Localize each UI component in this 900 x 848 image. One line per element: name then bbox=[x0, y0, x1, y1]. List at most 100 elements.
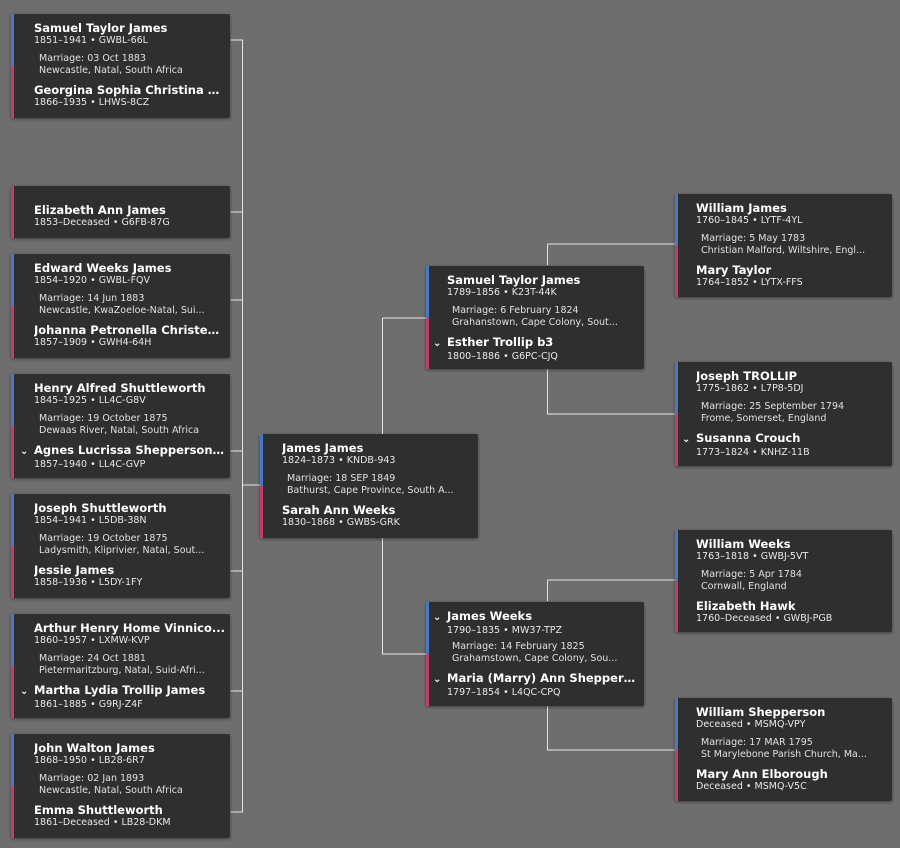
person-name: James Weeks bbox=[447, 609, 533, 623]
person-2[interactable]: ⌄Martha Lydia Trollip James 1861–1885 • … bbox=[11, 683, 230, 711]
person-1[interactable]: ⌄James Weeks 1790–1835 • MW37-TPZ bbox=[426, 609, 644, 637]
person-lifespan-id: 1797–1854 • L4QC-CPQ bbox=[447, 687, 561, 698]
male-indicator bbox=[11, 254, 14, 306]
person-name: Sarah Ann Weeks bbox=[282, 503, 396, 517]
person-lifespan-id: 1775–1862 • L7P8-5DJ bbox=[696, 383, 804, 394]
person-lifespan-id: 1760–Deceased • GWBJ-PGB bbox=[696, 613, 833, 624]
person-lifespan-id: 1861–Deceased • LB28-DKM bbox=[34, 817, 171, 828]
person-name: William James bbox=[696, 201, 787, 215]
marriage-place: Cornwall, England bbox=[701, 580, 787, 592]
marriage-date: Marriage: 25 September 1794 bbox=[701, 401, 845, 412]
couple-card-child-5[interactable]: Joseph Shuttleworth 1854–1941 • L5DB-38N… bbox=[11, 494, 230, 598]
chevron-down-icon[interactable]: ⌄ bbox=[433, 612, 442, 623]
person-name: Emma Shuttleworth bbox=[34, 803, 163, 817]
couple-card-child-3[interactable]: Edward Weeks James 1854–1920 • GWBL-FQV … bbox=[11, 254, 230, 358]
person-name: Maria (Marry) Ann Sheppers... bbox=[447, 671, 641, 685]
person-lifespan-id: 1763–1818 • GWBJ-5VT bbox=[696, 551, 809, 562]
person-name: John Walton James bbox=[34, 741, 155, 755]
person-name: Esther Trollip b3 bbox=[447, 335, 554, 349]
person-1[interactable]: William Weeks 1763–1818 • GWBJ-5VT bbox=[675, 537, 892, 563]
marriage-info: Marriage: 24 Oct 1881 Pietermaritzburg, … bbox=[11, 653, 230, 676]
couple-card-focus[interactable]: James James 1824–1873 • KNDB-943 Marriag… bbox=[260, 434, 478, 538]
person-1[interactable]: James James 1824–1873 • KNDB-943 bbox=[260, 441, 478, 467]
couple-card-parents-2[interactable]: ⌄James Weeks 1790–1835 • MW37-TPZ Marria… bbox=[426, 602, 644, 706]
person-2[interactable]: Emma Shuttleworth 1861–Deceased • LB28-D… bbox=[11, 803, 230, 829]
person-name: Edward Weeks James bbox=[34, 261, 172, 275]
couple-card-child-7[interactable]: John Walton James 1868–1950 • LB28-6R7 M… bbox=[11, 734, 230, 838]
marriage-date: Marriage: 18 SEP 1849 bbox=[287, 473, 396, 484]
person-lifespan-id: 1857–1909 • GWH4-64H bbox=[34, 337, 152, 348]
person-lifespan-id: 1857–1940 • LL4C-GVP bbox=[34, 459, 146, 470]
chevron-down-icon[interactable]: ⌄ bbox=[20, 446, 29, 457]
person-1[interactable]: Samuel Taylor James 1789–1856 • K23T-44K bbox=[426, 273, 644, 299]
person-2[interactable]: ⌄Esther Trollip b3 1800–1886 • G6PC-CJQ bbox=[426, 335, 644, 363]
person-1[interactable]: William Shepperson Deceased • MSMQ-VPY bbox=[675, 705, 892, 731]
person-lifespan-id: 1760–1845 • LYTF-4YL bbox=[696, 215, 803, 226]
person-2[interactable]: Georgina Sophia Christina Di... 1866–193… bbox=[11, 83, 230, 109]
person-1[interactable]: Samuel Taylor James 1851–1941 • GWBL-66L bbox=[11, 21, 230, 47]
female-indicator bbox=[675, 414, 678, 466]
person-1[interactable]: Arthur Henry Home Vinnico... 1860–1957 •… bbox=[11, 621, 230, 647]
person-1[interactable]: Henry Alfred Shuttleworth 1845–1925 • LL… bbox=[11, 381, 230, 407]
marriage-info: Marriage: 14 February 1825 Grahamstown, … bbox=[426, 641, 644, 664]
person-1[interactable]: Elizabeth Ann James 1853–Deceased • G6FB… bbox=[11, 203, 230, 229]
person-1[interactable]: Edward Weeks James 1854–1920 • GWBL-FQV bbox=[11, 261, 230, 287]
chevron-down-icon[interactable]: ⌄ bbox=[433, 338, 442, 349]
person-2[interactable]: Jessie James 1858–1936 • L5DY-1FY bbox=[11, 563, 230, 589]
marriage-date: Marriage: 24 Oct 1881 bbox=[39, 653, 146, 664]
couple-card-child-4[interactable]: Henry Alfred Shuttleworth 1845–1925 • LL… bbox=[11, 374, 230, 478]
person-lifespan-id: 1789–1856 • K23T-44K bbox=[447, 287, 557, 298]
person-2[interactable]: Johanna Petronella Christen... 1857–1909… bbox=[11, 323, 230, 349]
marriage-place: Frome, Somerset, England bbox=[701, 412, 827, 424]
marriage-place: Newcastle, Natal, South Africa bbox=[39, 784, 183, 796]
person-2[interactable]: Elizabeth Hawk 1760–Deceased • GWBJ-PGB bbox=[675, 599, 892, 625]
person-name: Agnes Lucrissa Shepperson ... bbox=[34, 443, 227, 457]
couple-card-child-1[interactable]: Samuel Taylor James 1851–1941 • GWBL-66L… bbox=[11, 14, 230, 118]
person-1[interactable]: Joseph TROLLIP 1775–1862 • L7P8-5DJ bbox=[675, 369, 892, 395]
marriage-date: Marriage: 14 February 1825 bbox=[452, 641, 585, 652]
person-lifespan-id: Deceased • MSMQ-V5C bbox=[696, 781, 807, 792]
person-1[interactable]: William James 1760–1845 • LYTF-4YL bbox=[675, 201, 892, 227]
marriage-place: Grahamstown, Cape Colony, Sou... bbox=[452, 652, 618, 664]
person-name: Martha Lydia Trollip James bbox=[34, 683, 206, 697]
chevron-down-icon[interactable]: ⌄ bbox=[20, 686, 29, 697]
person-2[interactable]: ⌄ Agnes Lucrissa Shepperson ... 1857–1940… bbox=[11, 443, 230, 471]
person-card-child-2[interactable]: Elizabeth Ann James 1853–Deceased • G6FB… bbox=[11, 186, 230, 238]
couple-card-grandparents-3[interactable]: William Weeks 1763–1818 • GWBJ-5VT Marri… bbox=[675, 530, 892, 632]
person-1[interactable]: John Walton James 1868–1950 • LB28-6R7 bbox=[11, 741, 230, 767]
person-name: James James bbox=[282, 441, 364, 455]
person-name: Arthur Henry Home Vinnico... bbox=[34, 621, 225, 635]
marriage-info: Marriage: 19 October 1875 Ladysmith, Kli… bbox=[11, 533, 230, 556]
female-indicator bbox=[260, 486, 263, 538]
marriage-place: Pietermaritzburg, Natal, Suid-Afri... bbox=[39, 664, 205, 676]
chevron-down-icon[interactable]: ⌄ bbox=[682, 434, 691, 445]
marriage-date: Marriage: 02 Jan 1893 bbox=[39, 773, 145, 784]
children-connector bbox=[230, 39, 260, 813]
person-name: Joseph Shuttleworth bbox=[34, 501, 167, 515]
male-indicator bbox=[426, 602, 429, 654]
person-2[interactable]: Mary Taylor 1764–1852 • LYTX-FFS bbox=[675, 263, 892, 289]
person-name: Elizabeth Ann James bbox=[34, 203, 166, 217]
person-lifespan-id: 1851–1941 • GWBL-66L bbox=[34, 35, 148, 46]
female-indicator bbox=[675, 246, 678, 297]
person-2[interactable]: ⌄ Maria (Marry) Ann Sheppers... 1797–1854… bbox=[426, 671, 644, 699]
couple-card-child-6[interactable]: Arthur Henry Home Vinnico... 1860–1957 •… bbox=[11, 614, 230, 718]
person-2[interactable]: Mary Ann Elborough Deceased • MSMQ-V5C bbox=[675, 767, 892, 793]
marriage-place: St Marylebone Parish Church, Ma... bbox=[701, 748, 867, 760]
male-indicator bbox=[11, 494, 14, 546]
marriage-info: Marriage: 5 May 1783 Christian Malford, … bbox=[675, 233, 892, 256]
female-indicator bbox=[11, 546, 14, 598]
person-2[interactable]: ⌄Susanna Crouch 1773–1824 • KNHZ-11B bbox=[675, 431, 892, 459]
person-1[interactable]: Joseph Shuttleworth 1854–1941 • L5DB-38N bbox=[11, 501, 230, 527]
person-2[interactable]: Sarah Ann Weeks 1830–1868 • GWBS-GRK bbox=[260, 503, 478, 529]
couple-card-grandparents-4[interactable]: William Shepperson Deceased • MSMQ-VPY M… bbox=[675, 698, 892, 801]
female-indicator bbox=[11, 186, 14, 238]
couple-card-grandparents-2[interactable]: Joseph TROLLIP 1775–1862 • L7P8-5DJ Marr… bbox=[675, 362, 892, 466]
person-name: Johanna Petronella Christen... bbox=[34, 323, 227, 337]
marriage-date: Marriage: 19 October 1875 bbox=[39, 413, 168, 424]
chevron-down-icon[interactable]: ⌄ bbox=[433, 674, 442, 685]
female-indicator bbox=[11, 786, 14, 838]
couple-card-parents-1[interactable]: Samuel Taylor James 1789–1856 • K23T-44K… bbox=[426, 266, 644, 369]
couple-card-grandparents-1[interactable]: William James 1760–1845 • LYTF-4YL Marri… bbox=[675, 194, 892, 297]
person-name: Joseph TROLLIP bbox=[696, 369, 798, 383]
